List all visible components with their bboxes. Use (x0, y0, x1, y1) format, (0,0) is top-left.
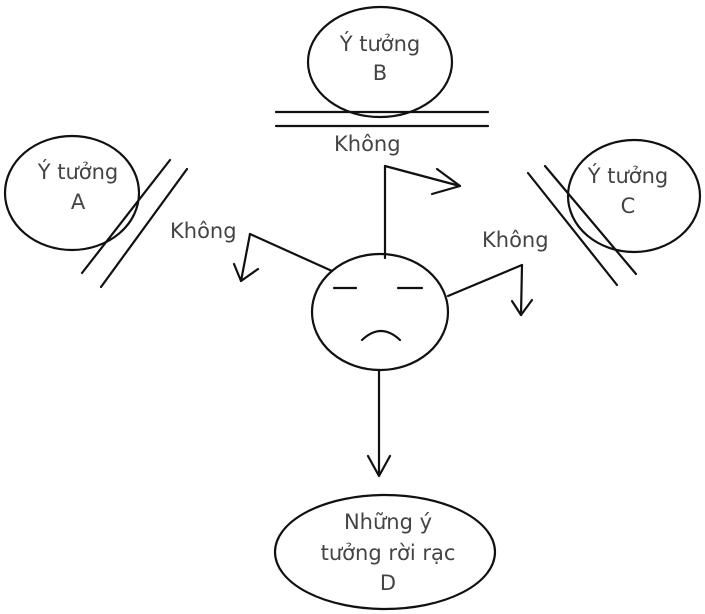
left-refusal-path: Không (170, 219, 334, 283)
right-no-label: Không (482, 228, 549, 252)
idea-a-line2: A (71, 190, 86, 214)
top-no-label: Không (334, 132, 401, 156)
top-arrowhead-icon (430, 167, 462, 196)
right-refusal-path: Không (446, 228, 549, 317)
idea-d-line1: Những ý (344, 510, 432, 534)
idea-a-group: Ý tưởng A (3, 134, 189, 289)
idea-b-line2: B (373, 61, 387, 85)
idea-a-barrier-right (99, 167, 189, 289)
idea-c-barrier-right (543, 164, 638, 276)
sad-mouth-icon (360, 329, 402, 342)
top-diagonal-line (383, 164, 462, 188)
idea-d-line3: D (380, 571, 396, 595)
idea-c-line2: C (621, 194, 636, 218)
idea-d-line2: tưởng rời rạc (321, 541, 456, 565)
left-arrowhead-icon (232, 262, 260, 283)
idea-a-bubble (3, 134, 141, 252)
sad-face-group (310, 252, 450, 372)
idea-d-bubble (273, 493, 497, 611)
left-down-line (239, 232, 252, 283)
idea-c-group: Ý tưởng C (526, 138, 702, 287)
top-refusal-path: Không (334, 132, 462, 260)
right-diagonal-line (446, 263, 524, 298)
idea-a-barrier-left (80, 158, 172, 275)
right-arrowhead-icon (510, 298, 534, 317)
bottom-arrowhead-icon (366, 454, 392, 478)
idea-a-line1: Ý tưởng (37, 159, 119, 184)
idea-c-line1: Ý tưởng (587, 163, 669, 188)
left-diagonal-line (248, 232, 334, 273)
idea-b-group: Ý tưởng B (274, 5, 490, 128)
left-no-label: Không (170, 219, 237, 243)
idea-d-group: Những ý tưởng rời rạc D (273, 493, 497, 611)
idea-c-bubble (566, 138, 702, 254)
idea-c-barrier-left (526, 171, 619, 287)
bottom-path-group (366, 368, 392, 478)
idea-b-bubble (306, 5, 454, 119)
right-down-line (519, 263, 524, 317)
idea-b-line1: Ý tưởng (339, 31, 421, 56)
